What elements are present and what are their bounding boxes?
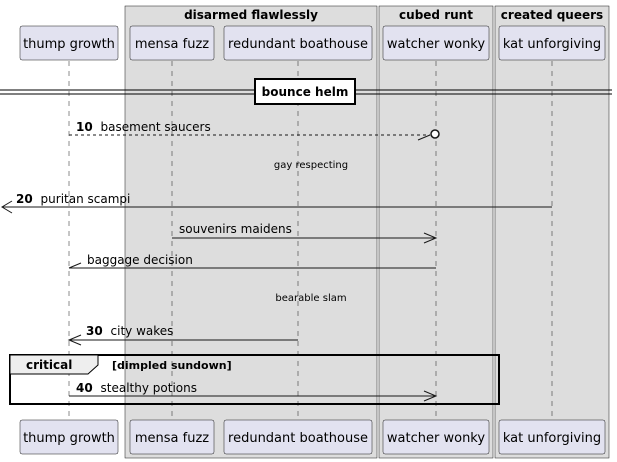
message-number: 30 [86, 324, 103, 338]
participant-kat-unforgiving-top[interactable]: kat unforgiving [498, 25, 606, 61]
message-basement-saucers: 10 basement saucers [69, 120, 440, 141]
delay-text: gay respecting [274, 160, 348, 171]
participant-label: redundant boathouse [228, 431, 368, 446]
delay-text: bearable slam [275, 293, 346, 304]
divider-bounce-helm: bounce helm [0, 78, 612, 105]
participant-thump-growth-top[interactable]: thump growth [19, 25, 119, 61]
participant-mensa-fuzz-bottom[interactable]: mensa fuzz [129, 419, 215, 455]
box-label: cubed runt [399, 8, 473, 22]
message-text: stealthy potions [101, 381, 197, 395]
participant-label: kat unforgiving [503, 37, 601, 52]
svg-text:20 puritan scampi: 20 puritan scampi [16, 192, 130, 206]
delay-gay-respecting: gay respecting [274, 160, 348, 171]
divider-label: bounce helm [262, 85, 349, 99]
fragment-condition: [dimpled sundown] [112, 359, 232, 372]
message-text: baggage decision [87, 253, 193, 267]
message-text: city wakes [111, 324, 174, 338]
message-puritan-scampi: 20 puritan scampi [1, 192, 552, 214]
delay-bearable-slam: bearable slam [275, 293, 346, 304]
participant-watcher-wonky-top[interactable]: watcher wonky [382, 25, 490, 61]
svg-text:10 basement saucers: 10 basement saucers [76, 120, 211, 134]
message-baggage-decision: baggage decision [68, 253, 436, 269]
fragment-keyword: critical [26, 358, 72, 372]
participant-label: watcher wonky [387, 37, 485, 52]
message-text: souvenirs maidens [179, 222, 292, 236]
message-souvenirs-maidens: souvenirs maidens [172, 222, 438, 244]
participant-label: mensa fuzz [135, 37, 209, 52]
svg-text:40 stealthy potions: 40 stealthy potions [76, 381, 197, 395]
circle-end-icon [430, 129, 440, 139]
participant-label: watcher wonky [387, 431, 485, 446]
participant-redundant-boathouse-top[interactable]: redundant boathouse [223, 25, 373, 61]
participant-mensa-fuzz-top[interactable]: mensa fuzz [129, 25, 215, 61]
message-stealthy-potions: 40 stealthy potions [69, 381, 438, 402]
participant-label: mensa fuzz [135, 431, 209, 446]
message-city-wakes: 30 city wakes [67, 324, 298, 346]
participant-kat-unforgiving-bottom[interactable]: kat unforgiving [498, 419, 606, 455]
message-number: 40 [76, 381, 93, 395]
svg-text:30 city wakes: 30 city wakes [86, 324, 173, 338]
participant-label: kat unforgiving [503, 431, 601, 446]
participant-thump-growth-bottom[interactable]: thump growth [19, 419, 119, 455]
box-label: disarmed flawlessly [184, 8, 318, 22]
message-text: puritan scampi [41, 192, 131, 206]
fragment-critical: critical [dimpled sundown] [9, 354, 500, 405]
participant-redundant-boathouse-bottom[interactable]: redundant boathouse [223, 419, 373, 455]
message-number: 10 [76, 120, 93, 134]
participant-watcher-wonky-bottom[interactable]: watcher wonky [382, 419, 490, 455]
participant-label: thump growth [23, 431, 115, 446]
participant-label: redundant boathouse [228, 37, 368, 52]
message-number: 20 [16, 192, 33, 206]
participant-label: thump growth [23, 37, 115, 52]
message-text: basement saucers [101, 120, 211, 134]
box-label: created queers [501, 8, 603, 22]
